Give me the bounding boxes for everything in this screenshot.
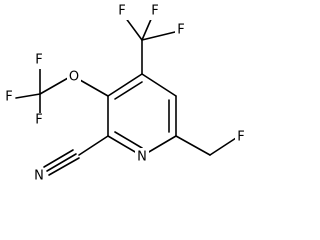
substituent-bonds [15,16,237,176]
bond-ch2-f [209,137,237,156]
bond-c4-c5 [141,73,177,97]
pyridine-ring [107,73,177,157]
atom-n-ring: N [137,150,147,165]
atom-o-ether: O [69,70,79,85]
molecule-structure-diagram: N N O F F F F F F F [3,3,247,184]
atom-f-ocf3-bottom: F [35,113,42,128]
atom-n-nitrile: N [34,169,44,184]
atom-f-ocf3-left: F [5,90,12,105]
bond-n1-c2-double [114,131,143,149]
atom-f-ocf3-top: F [35,53,42,68]
bond-c3-c4 [107,73,143,97]
bond-c3-c4-double [114,81,143,100]
atom-f-cf3-top-right: F [151,4,158,19]
atom-f-ch2f: F [237,130,244,145]
bond-cn-triple-3 [43,149,74,168]
bond-c6-ch2 [175,135,211,156]
bond-ocf3-f-left [15,93,41,99]
bond-cf3-f-top-left [124,16,143,41]
atom-f-cf3-top-left: F [118,4,125,19]
atom-f-cf3-right: F [177,23,184,38]
bond-cf3-f-right [141,31,176,41]
bond-cn-triple-1 [46,153,77,172]
atom-labels: N N O F F F F F F F [3,4,247,184]
bond-c3-o [79,79,109,97]
bond-cn-triple-2 [48,157,80,176]
bond-c2-cn [78,135,109,156]
bond-o-cf3 [39,77,69,95]
bond-cf3-f-top-right [141,16,153,41]
